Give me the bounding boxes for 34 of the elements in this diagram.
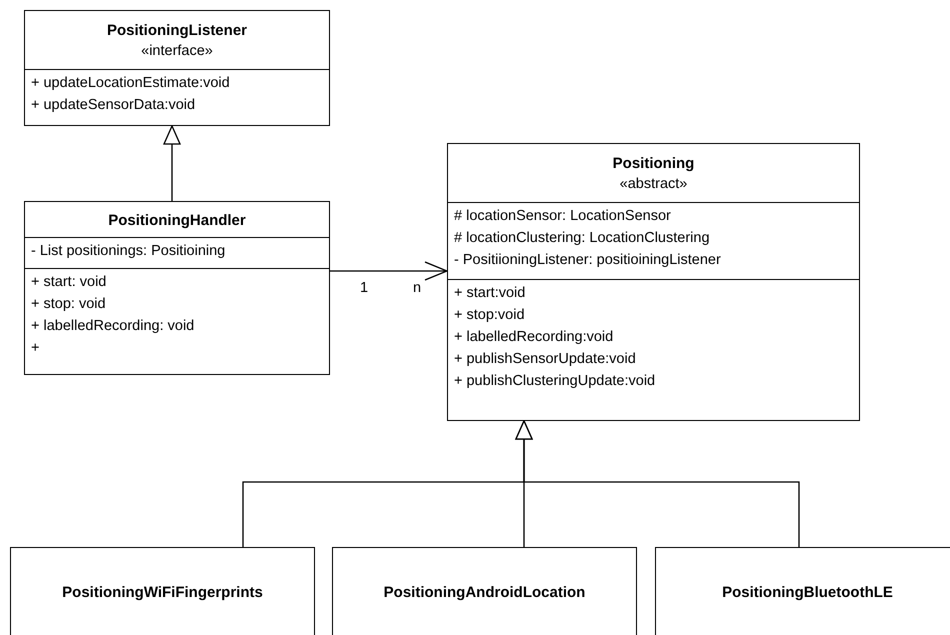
method: + stop: void bbox=[31, 295, 107, 314]
generalization-arrow bbox=[163, 125, 181, 201]
method: + publishClusteringUpdate:void bbox=[454, 372, 656, 391]
class-name: PositioningHandler bbox=[108, 210, 246, 230]
class-box bbox=[10, 547, 315, 635]
class-box bbox=[332, 547, 637, 635]
class-box bbox=[447, 143, 860, 421]
stereotype: «abstract» bbox=[620, 175, 688, 194]
multiplicity-label: 1 bbox=[360, 280, 368, 296]
attribute: - PositiioningListener: positioiningListener bbox=[454, 251, 722, 270]
method: + updateSensorData:void bbox=[31, 96, 196, 115]
generalization-arrow bbox=[515, 420, 800, 547]
method: + start: void bbox=[31, 273, 108, 292]
class-box bbox=[24, 201, 330, 375]
association-arrow bbox=[330, 261, 448, 281]
method: + stop:void bbox=[454, 306, 526, 325]
method: + publishSensorUpdate:void bbox=[454, 350, 637, 369]
class-name: PositioningListener bbox=[106, 21, 247, 41]
stereotype: «interface» bbox=[141, 42, 213, 61]
class-name: Positioning bbox=[612, 154, 694, 174]
class-name: PositioningAndroidLocation bbox=[384, 582, 586, 602]
class-box bbox=[24, 10, 330, 126]
multiplicity-label: n bbox=[413, 280, 422, 296]
method: + start:void bbox=[454, 284, 526, 303]
attribute: - List positionings: Positioining bbox=[31, 242, 226, 261]
class-name: PositioningBluetoothLE bbox=[722, 582, 893, 602]
method: + updateLocationEstimate:void bbox=[31, 74, 231, 93]
attribute: # locationClustering: LocationClustering bbox=[454, 229, 711, 248]
class-box bbox=[655, 547, 950, 635]
method: + labelledRecording: void bbox=[31, 317, 196, 336]
attribute: # locationSensor: LocationSensor bbox=[454, 207, 672, 226]
method: + labelledRecording:void bbox=[454, 328, 614, 347]
class-name: PositioningWiFiFingerprints bbox=[62, 582, 263, 602]
method: + bbox=[31, 339, 40, 358]
